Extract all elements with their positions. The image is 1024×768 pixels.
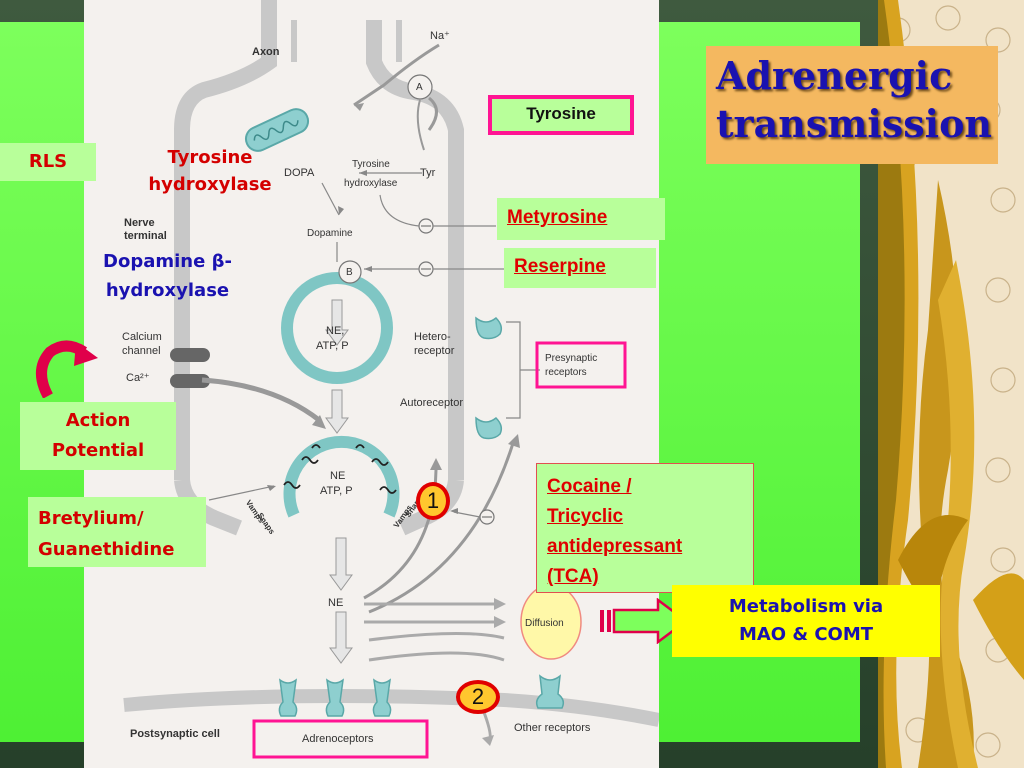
transporter-b-label: B bbox=[346, 267, 353, 278]
badge-1: 1 bbox=[416, 482, 450, 520]
cocaine-line2: Tricyclic bbox=[547, 506, 624, 527]
nerve-terminal-label-line2: terminal bbox=[124, 230, 167, 242]
slide-title-line1: Adrenergic bbox=[716, 53, 953, 98]
title-box: Adrenergic transmission bbox=[706, 46, 998, 164]
heteroreceptor-label-line2: receptor bbox=[414, 345, 455, 357]
fusing-vesicle-contents-line2: ATP, P bbox=[320, 485, 353, 497]
cocaine-line4: (TCA) bbox=[547, 566, 599, 587]
calcium-ion-label: Ca²⁺ bbox=[126, 372, 150, 384]
heteroreceptor-label-line1: Hetero- bbox=[414, 331, 451, 343]
fusing-vesicle-contents-line1: NE bbox=[330, 470, 346, 482]
adrenoceptors-label: Adrenoceptors bbox=[302, 733, 374, 745]
dopamine-beta-hydroxylase-label: Dopamine β- hydroxylase bbox=[80, 247, 255, 307]
calcium-channel-label-line2: channel bbox=[122, 345, 161, 357]
metabolism-label: Metabolism via MAO & COMT bbox=[672, 585, 940, 657]
calcium-channel-label-line1: Calcium bbox=[122, 331, 162, 343]
axon-label: Axon bbox=[252, 46, 280, 58]
slide-title-line2: transmission bbox=[716, 101, 993, 146]
bretylium-line2: Guanethidine bbox=[38, 539, 175, 560]
tyrosine-text: Tyrosine bbox=[492, 99, 630, 131]
tyrosine-hydroxylase-label: Tyrosine hydroxylase bbox=[130, 144, 290, 200]
bretylium-guanethidine-label: Bretylium/ Guanethidine bbox=[28, 497, 206, 567]
dopamine-label: Dopamine bbox=[307, 228, 353, 239]
cocaine-line1: Cocaine / bbox=[547, 476, 632, 497]
nerve-terminal-label-line1: Nerve bbox=[124, 217, 155, 229]
rls-text: RLS bbox=[28, 151, 68, 172]
other-receptors-label: Other receptors bbox=[514, 722, 591, 734]
tyr-label: Tyr bbox=[420, 167, 436, 179]
reserpine-text: Reserpine bbox=[514, 256, 606, 277]
autoreceptor-label: Autoreceptor bbox=[400, 397, 463, 409]
tyrosine-hydroxylase-line1: Tyrosine bbox=[167, 147, 253, 168]
transporter-a-label: A bbox=[416, 82, 423, 93]
action-line2: Potential bbox=[51, 440, 145, 461]
sodium-label: Na⁺ bbox=[430, 30, 450, 42]
vesicle-contents-line2: ATP, P bbox=[316, 340, 349, 352]
tyrosine-box: Tyrosine bbox=[488, 95, 634, 135]
enzyme-label-line1: Tyrosine bbox=[352, 159, 390, 170]
diffusion-label: Diffusion bbox=[525, 618, 564, 629]
metabolism-line2: MAO & COMT bbox=[738, 624, 874, 645]
metyrosine-text: Metyrosine bbox=[507, 207, 608, 228]
enzyme-label-line2: hydroxylase bbox=[344, 178, 398, 189]
action-potential-label: Action Potential bbox=[20, 402, 176, 470]
presynaptic-receptors-label-line1: Presynaptic bbox=[545, 353, 598, 364]
vesicle-contents-line1: NE, bbox=[326, 325, 345, 337]
cocaine-line3: antidepressant bbox=[547, 536, 683, 557]
dopa-label: DOPA bbox=[284, 167, 315, 179]
badge-2: 2 bbox=[456, 680, 500, 714]
action-line1: Action bbox=[65, 410, 131, 431]
dbh-line2: hydroxylase bbox=[105, 280, 230, 301]
tyrosine-hydroxylase-line2: hydroxylase bbox=[148, 174, 272, 195]
postsynaptic-cell-label: Postsynaptic cell bbox=[130, 728, 220, 740]
metyrosine-label: Metyrosine bbox=[497, 198, 665, 240]
dbh-line1: Dopamine β- bbox=[103, 251, 232, 272]
cocaine-tca-label: Cocaine / Tricyclic antidepressant (TCA) bbox=[536, 463, 754, 593]
ne-label: NE bbox=[328, 597, 344, 609]
curved-arrow-icon bbox=[36, 340, 98, 398]
reserpine-label: Reserpine bbox=[504, 248, 656, 288]
bretylium-line1: Bretylium/ bbox=[38, 508, 144, 529]
rls-label: RLS bbox=[0, 143, 96, 181]
metabolism-line1: Metabolism via bbox=[728, 596, 884, 617]
presynaptic-receptors-label-line2: receptors bbox=[545, 367, 587, 378]
